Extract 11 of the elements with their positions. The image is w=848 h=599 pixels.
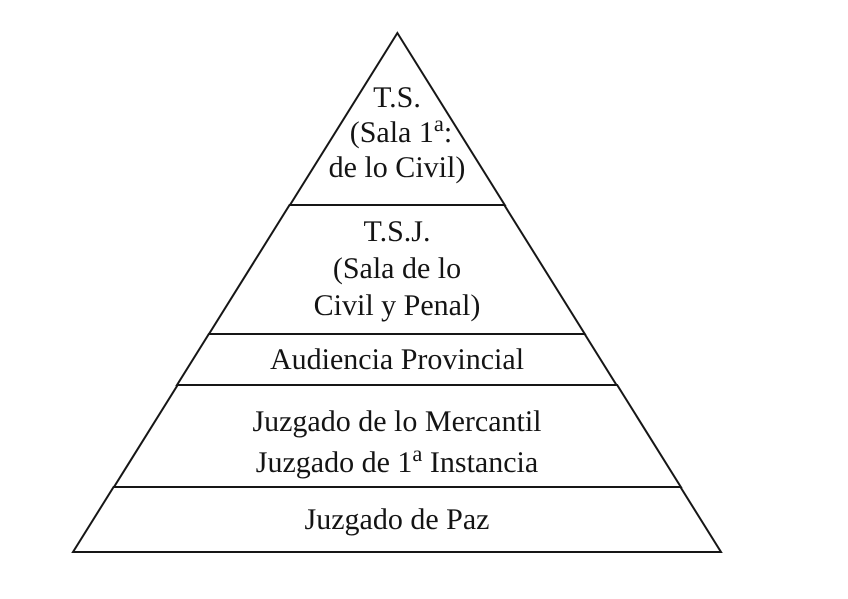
tier-subheading: Juzgado de 1$^{a}$ Instancia xyxy=(256,442,538,481)
tier-heading: Audiencia Provincial xyxy=(270,342,524,378)
pyramid-apex-tier xyxy=(288,32,506,206)
tier-heading: T.S. xyxy=(373,80,421,115)
tier-heading: Juzgado de Paz xyxy=(304,502,490,538)
tier-subheading: (Sala de lo Civil y Penal) xyxy=(312,251,482,324)
tier-subheading: (Sala 1$^{a}$: de lo Civil) xyxy=(328,115,466,185)
tier-heading: T.S.J. xyxy=(364,214,430,250)
tier-heading: Juzgado de lo Mercantil xyxy=(252,404,542,440)
pyramid-tier xyxy=(72,486,722,553)
pyramid-tier xyxy=(176,333,618,386)
